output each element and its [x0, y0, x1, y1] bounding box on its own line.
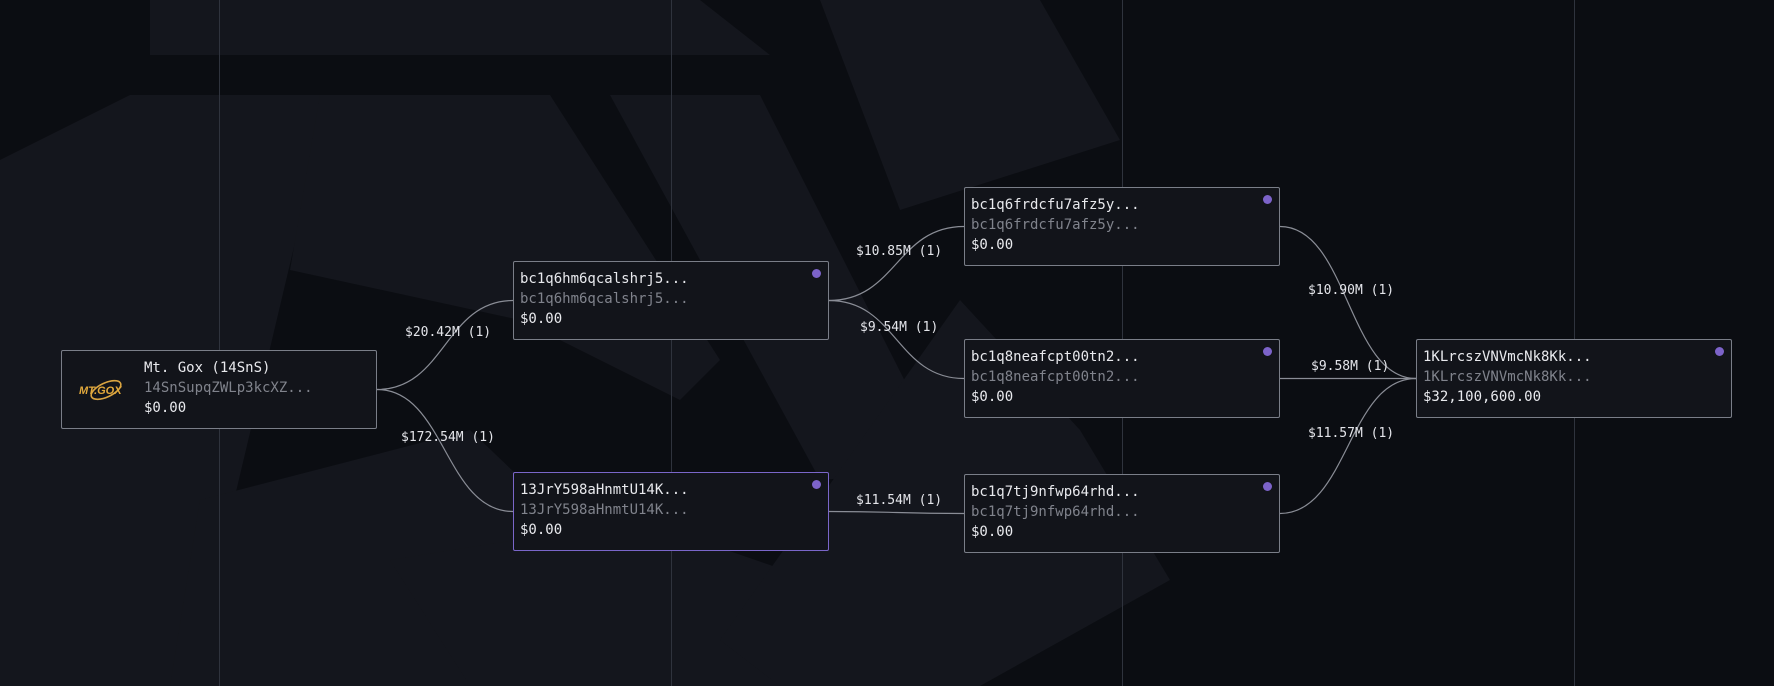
node-address: bc1q6frdcfu7afz5y...	[971, 217, 1140, 233]
node-address: bc1q6hm6qcalshrj5...	[520, 291, 689, 307]
tag-dot-icon	[812, 269, 821, 278]
edge-label[interactable]: $10.90M (1)	[1308, 283, 1395, 298]
address-node[interactable]: bc1q8neafcpt00tn2... bc1q8neafcpt00tn2..…	[964, 339, 1280, 418]
node-address: bc1q8neafcpt00tn2...	[971, 369, 1140, 385]
node-balance: $0.00	[144, 400, 187, 416]
node-title: bc1q8neafcpt00tn2...	[971, 349, 1140, 365]
tag-dot-icon	[812, 480, 821, 489]
node-balance: $0.00	[520, 311, 563, 327]
node-title: bc1q6hm6qcalshrj5...	[520, 271, 689, 287]
address-node[interactable]: 1KLrcszVNVmcNk8Kk... 1KLrcszVNVmcNk8Kk..…	[1416, 339, 1732, 418]
edge-label[interactable]: $11.57M (1)	[1308, 426, 1395, 441]
tag-dot-icon	[1715, 347, 1724, 356]
node-address: 13JrY598aHnmtU14K...	[520, 502, 689, 518]
edge-label[interactable]: $9.58M (1)	[1311, 359, 1390, 374]
edge-label[interactable]: $172.54M (1)	[401, 430, 495, 445]
edge-label[interactable]: $20.42M (1)	[405, 325, 492, 340]
mt-gox-logo: MT.GOX	[79, 379, 122, 401]
node-title: bc1q7tj9nfwp64rhd...	[971, 484, 1140, 500]
node-balance: $32,100,600.00	[1423, 389, 1542, 405]
tag-dot-icon	[1263, 482, 1272, 491]
edge-label[interactable]: $10.85M (1)	[856, 244, 943, 259]
node-address: bc1q7tj9nfwp64rhd...	[971, 504, 1140, 520]
address-node[interactable]: bc1q6frdcfu7afz5y... bc1q6frdcfu7afz5y..…	[964, 187, 1280, 266]
node-title: 1KLrcszVNVmcNk8Kk...	[1423, 349, 1592, 365]
column-guide-line	[219, 0, 220, 686]
node-title: bc1q6frdcfu7afz5y...	[971, 197, 1140, 213]
address-node[interactable]: bc1q7tj9nfwp64rhd... bc1q7tj9nfwp64rhd..…	[964, 474, 1280, 553]
node-balance: $0.00	[971, 237, 1014, 253]
tag-dot-icon	[1263, 195, 1272, 204]
node-title: Mt. Gox (14SnS)	[144, 360, 271, 376]
node-balance: $0.00	[520, 522, 563, 538]
tag-dot-icon	[1263, 347, 1272, 356]
node-address: 1KLrcszVNVmcNk8Kk...	[1423, 369, 1592, 385]
mt-gox-logo-text: MT.GOX	[79, 385, 122, 397]
node-address: 14SnSupqZWLp3kcXZ...	[144, 380, 313, 396]
address-node-selected[interactable]: 13JrY598aHnmtU14K... 13JrY598aHnmtU14K..…	[513, 472, 829, 551]
node-mt-gox[interactable]: MT.GOX Mt. Gox (14SnS) 14SnSupqZWLp3kcXZ…	[61, 350, 377, 429]
address-node[interactable]: bc1q6hm6qcalshrj5... bc1q6hm6qcalshrj5..…	[513, 261, 829, 340]
node-balance: $0.00	[971, 389, 1014, 405]
edge-label[interactable]: $11.54M (1)	[856, 493, 943, 508]
edge-label[interactable]: $9.54M (1)	[860, 320, 939, 335]
node-title: 13JrY598aHnmtU14K...	[520, 482, 689, 498]
column-guide-line	[671, 0, 672, 686]
node-balance: $0.00	[971, 524, 1014, 540]
